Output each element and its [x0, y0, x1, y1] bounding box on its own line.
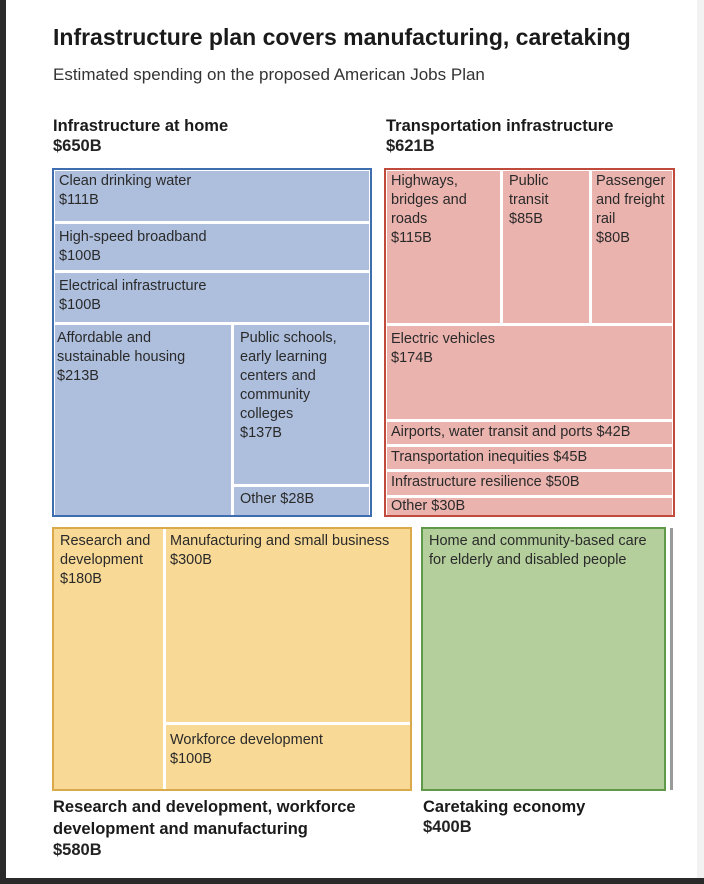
- scroll-indicator-bar: [670, 528, 673, 790]
- group-total-research: $580B: [53, 841, 102, 859]
- tile-transport-airports-label: Airports, water transit and ports $42B: [391, 424, 631, 440]
- chart-title: Infrastructure plan covers manufacturing…: [53, 24, 631, 50]
- tile-transport-other: Other $30B: [387, 498, 672, 515]
- group-outline-care: [421, 527, 666, 791]
- group-label-care: Caretaking economy: [423, 798, 586, 816]
- tile-research-rnd-label: Research and development $180B: [60, 533, 151, 587]
- tile-transport-inequities-label: Transportation inequities $45B: [391, 449, 588, 465]
- group-outline-research: [52, 527, 412, 791]
- tile-home-electrical-label: Electrical infrastructure $100B: [59, 278, 207, 313]
- tile-home-electrical: Electrical infrastructure $100B: [55, 273, 369, 322]
- tile-research-workforce: Workforce development $100B: [166, 725, 410, 789]
- tile-care-home-label: Home and community-based care for elderl…: [429, 533, 647, 568]
- tile-transport-resilience-label: Infrastructure resilience $50B: [391, 474, 580, 490]
- tile-home-schools-label: Public schools, early learning centers a…: [240, 330, 337, 441]
- tile-home-other-label: Other $28B: [240, 491, 315, 507]
- chart-subtitle: Estimated spending on the proposed Ameri…: [53, 65, 485, 84]
- tile-home-clean-water-label: Clean drinking water $111B: [59, 173, 192, 208]
- group-total-care: $400B: [423, 818, 472, 836]
- tile-transport-airports: Airports, water transit and ports $42B: [387, 422, 672, 444]
- tile-transport-rail-label: Passenger and freight rail $80B: [596, 173, 666, 246]
- tile-home-clean-water: Clean drinking water $111B: [55, 171, 369, 221]
- group-label-transport: Transportation infrastructure: [386, 117, 614, 135]
- group-outline-home: [52, 168, 372, 517]
- tile-transport-ev-label: Electric vehicles $174B: [391, 331, 495, 366]
- tile-transport-rail: Passenger and freight rail $80B: [592, 171, 672, 323]
- tile-research-manufacturing: Manufacturing and small business $300B: [166, 529, 410, 722]
- group-total-transport: $621B: [386, 137, 435, 155]
- group-label-home: Infrastructure at home: [53, 117, 229, 135]
- tile-home-schools: Public schools, early learning centers a…: [234, 325, 369, 484]
- tile-research-manufacturing-label: Manufacturing and small business $300B: [170, 533, 390, 568]
- left-frame-edge: [0, 0, 6, 884]
- tile-transport-resilience: Infrastructure resilience $50B: [387, 472, 672, 495]
- tile-transport-inequities: Transportation inequities $45B: [387, 447, 672, 469]
- tile-transport-highways-label: Highways, bridges and roads $115B: [391, 173, 467, 246]
- tile-home-housing: Affordable and sustainable housing $213B: [55, 325, 231, 515]
- group-total-home: $650B: [53, 137, 102, 155]
- tile-home-other: Other $28B: [234, 487, 369, 515]
- right-frame-edge: [697, 0, 704, 884]
- tile-transport-transit: Public transit $85B: [503, 171, 589, 323]
- tile-research-rnd: Research and development $180B: [54, 529, 163, 789]
- tile-home-broadband: High-speed broadband $100B: [55, 224, 369, 270]
- tile-care-home: Home and community-based care for elderl…: [423, 529, 664, 789]
- group-label-research: Research and development, workforce deve…: [53, 798, 356, 838]
- tile-home-broadband-label: High-speed broadband $100B: [59, 229, 207, 264]
- tile-transport-transit-label: Public transit $85B: [509, 173, 549, 227]
- bottom-frame-edge: [0, 878, 704, 884]
- tile-transport-highways: Highways, bridges and roads $115B: [387, 171, 500, 323]
- group-outline-transport: [384, 168, 675, 517]
- tile-transport-other-label: Other $30B: [391, 498, 466, 514]
- tile-research-workforce-label: Workforce development $100B: [170, 732, 323, 767]
- tile-home-housing-label: Affordable and sustainable housing $213B: [57, 330, 186, 384]
- tile-transport-ev: Electric vehicles $174B: [387, 326, 672, 419]
